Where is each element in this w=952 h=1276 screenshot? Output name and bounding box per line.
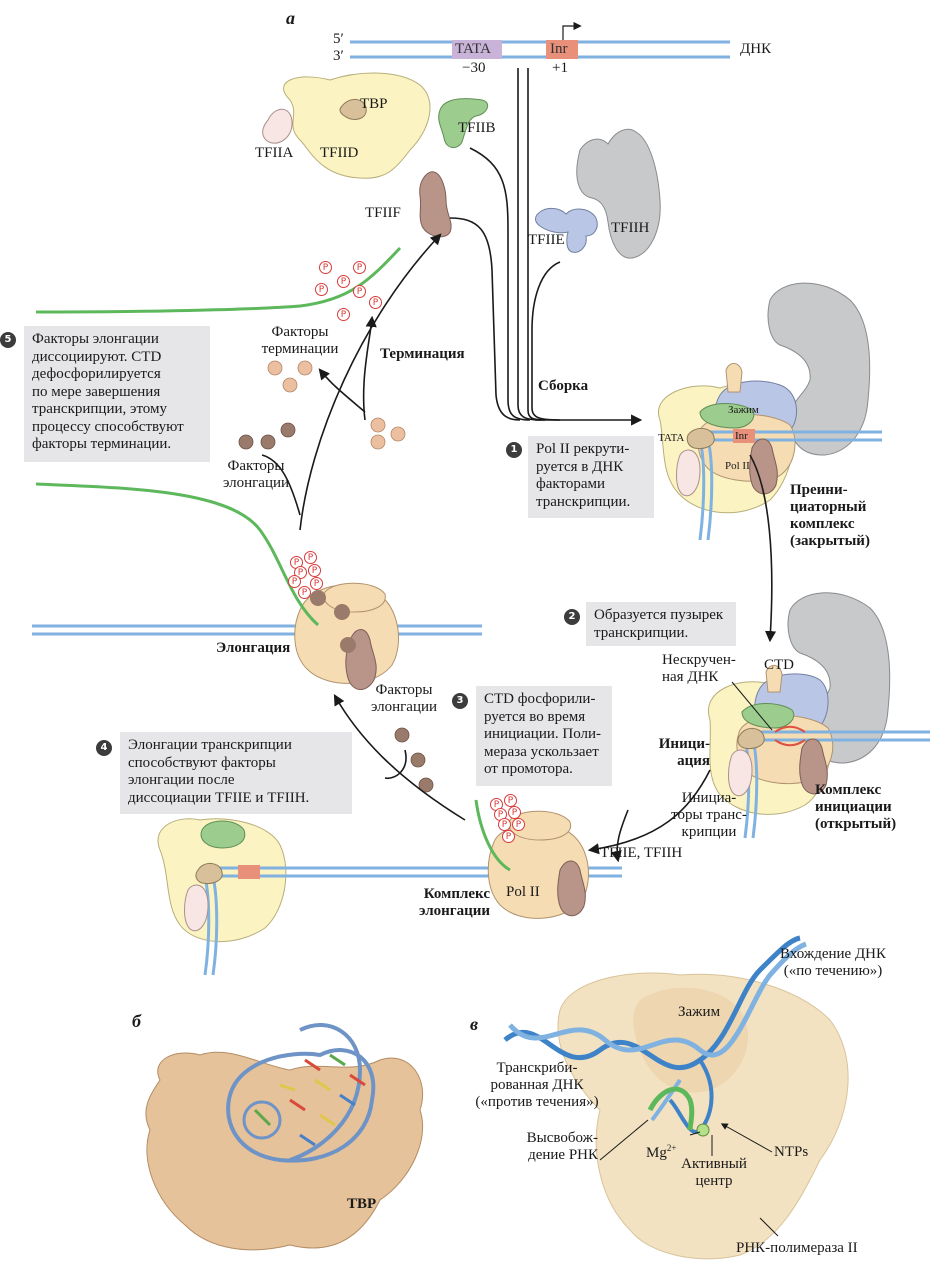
tfiid-label: TFIID <box>320 145 359 161</box>
assembly-arrows <box>449 68 643 426</box>
stage-assembly: Сборка <box>538 378 589 394</box>
step-4-number: 4 <box>96 740 112 756</box>
stage-termination: Терминация <box>380 346 465 362</box>
step-3-number: 3 <box>452 693 468 709</box>
unwound-dna-label: Нескручен- ная ДНК <box>662 652 736 685</box>
phosphate-marker: P <box>337 308 350 321</box>
free-factors <box>262 72 661 259</box>
tfiie-label: TFIIE <box>528 232 565 248</box>
pol2-structure <box>503 935 849 1260</box>
step-2-number: 2 <box>564 609 580 625</box>
phosphate-marker: P <box>288 575 301 588</box>
elongation-factors-top-label: Факторы элонгации <box>222 458 290 491</box>
tbp-structure-label: TBP <box>347 1196 377 1212</box>
step-3-box: CTD фосфорили- руется во время инициации… <box>476 686 612 786</box>
rna-release-label: Высвобож- дение РНК <box>526 1130 598 1163</box>
tata-small-label: TATA <box>658 432 685 444</box>
active-center-label: Активный центр <box>681 1156 747 1189</box>
tata-box <box>452 40 502 59</box>
tfiih-label: TFIIH <box>611 220 650 236</box>
step-1-box: Pol II рекрути- руется в ДНК факторами т… <box>528 436 654 518</box>
ntps-label: NTPs <box>774 1144 809 1160</box>
inr-small-label: Inr <box>735 430 748 442</box>
tfiia-shape <box>262 108 293 144</box>
dna-label: ДНК <box>740 41 772 57</box>
pol2-label: Pol II <box>506 884 540 900</box>
ctd-label: CTD <box>764 657 794 673</box>
tfiie-shape <box>535 207 598 253</box>
tss-arrow <box>562 21 582 40</box>
elongation-factor-dots <box>238 422 434 793</box>
clamp-structure-label: Зажим <box>678 1004 721 1020</box>
initiation-factors-label: Инициа- торы транс- крипции <box>671 790 747 840</box>
termination-factor-dots <box>267 360 406 450</box>
phosphate-marker: P <box>337 275 350 288</box>
phosphate-marker: P <box>512 818 525 831</box>
panel-label-b: б <box>132 1011 141 1031</box>
tfiif-label: TFIIF <box>365 205 401 221</box>
tbp-shape <box>339 99 367 121</box>
dna-5-prime: 5′ <box>333 31 344 47</box>
tfiih-shape <box>576 128 661 259</box>
termination-factors-label: Факторы терминации <box>261 324 339 357</box>
tata-position: −30 <box>462 60 486 76</box>
stage-elongation: Элонгация <box>216 640 291 656</box>
elongation-factors-mid-label: Факторы элонгации <box>370 682 438 715</box>
tfiib-label: TFIIB <box>458 120 496 136</box>
dna-entry-label: Вхождение ДНК («по течению») <box>779 946 887 979</box>
promoter-dna <box>350 21 730 59</box>
released-rna <box>35 246 402 314</box>
elongation-complex <box>474 799 622 919</box>
closed-complex-label: Преини- циаторный комплекс (закрытый) <box>790 482 870 549</box>
open-complex-label: Комплекс инициации (открытый) <box>815 782 897 832</box>
pol2-structure-label: РНК-полимераза II <box>736 1240 858 1256</box>
panel-label-v: в <box>470 1014 479 1034</box>
tata-label: TATA <box>455 41 491 57</box>
step-1-number: 1 <box>506 442 522 458</box>
inr-position: +1 <box>552 60 568 76</box>
clamp-label: Зажим <box>728 404 759 416</box>
transcribed-dna-label: Транскриби- рованная ДНК («против течени… <box>475 1060 599 1110</box>
closed-complex <box>657 282 882 541</box>
tfiib-shape <box>438 98 489 148</box>
tbp-label: TBP <box>360 96 388 112</box>
panel-label-a: а <box>286 8 295 28</box>
inr-label: Inr <box>550 41 568 57</box>
stage-initiation: Иници- ация <box>658 736 710 769</box>
phosphate-marker: P <box>353 285 366 298</box>
step-5-box: Факторы элонгации диссоциируют. CTD дефо… <box>24 326 210 462</box>
tfiif-shape <box>419 171 452 238</box>
step-4-box: Элонгации транскрипции способствуют факт… <box>120 732 352 814</box>
phosphate-marker: P <box>315 283 328 296</box>
open-complex <box>707 592 930 839</box>
phosphate-marker: P <box>502 830 515 843</box>
phosphate-marker: P <box>304 551 317 564</box>
step-2-box: Образуется пузырек транскрипции. <box>586 602 736 646</box>
phosphate-marker: P <box>319 261 332 274</box>
dna-3-prime: 3′ <box>333 48 344 64</box>
elongation-complex-left <box>157 818 480 976</box>
phosphate-marker: P <box>308 564 321 577</box>
elongation-main <box>32 482 482 690</box>
tfiie-tfiih-label: TFIIE, TFIIH <box>600 845 683 861</box>
phosphate-marker: P <box>353 261 366 274</box>
phosphate-marker: P <box>310 577 323 590</box>
mg-label: Mg2+ <box>646 1143 677 1161</box>
tfiia-label: TFIIA <box>255 145 294 161</box>
pol2-small-label: Pol II <box>725 460 750 472</box>
phosphate-marker: P <box>298 586 311 599</box>
step-5-number: 5 <box>0 332 16 348</box>
tbp-structure <box>145 1023 424 1251</box>
phosphate-marker: P <box>369 296 382 309</box>
elongation-complex-label: Комплекс элонгации <box>418 886 490 919</box>
tfiid-shape <box>283 72 431 179</box>
inr-box <box>546 40 578 59</box>
cycle-arrows <box>261 233 777 863</box>
